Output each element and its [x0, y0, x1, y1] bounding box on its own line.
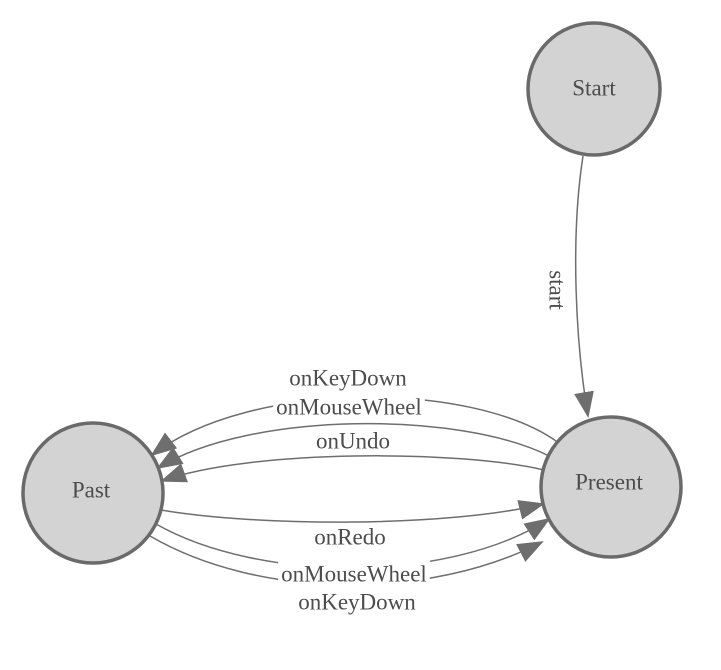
node-past-label: Past	[72, 478, 111, 503]
edge-label-halo	[311, 523, 389, 551]
edge-label-onredo: onRedo	[314, 525, 386, 550]
edge-label-onmousewheel-bottom: onMouseWheel	[281, 562, 427, 587]
edge-label-onkeydown-top: onKeyDown	[289, 366, 407, 391]
edge-label-start-group: start	[545, 270, 570, 310]
node-start-circle[interactable]	[526, 21, 662, 157]
node-past-circle[interactable]	[21, 421, 165, 565]
edge-label-onundo: onUndo	[316, 429, 390, 454]
edge-label-onkeydown-bottom: onKeyDown	[298, 590, 416, 615]
edge-start-to-present[interactable]	[574, 155, 594, 418]
edge-present-to-past-onmousewheel[interactable]	[156, 422, 550, 470]
edge-present-to-past-onundo[interactable]	[160, 455, 545, 483]
edge-label-halo	[312, 427, 394, 455]
edge-label-halo	[286, 364, 411, 392]
edge-label-halo	[278, 560, 430, 588]
node-present-circle[interactable]	[539, 415, 683, 559]
edge-label-halo	[295, 588, 420, 616]
edge-label-onmousewheel-top: onMouseWheel	[276, 395, 422, 420]
edge-label-halo	[273, 393, 425, 421]
node-start-label: Start	[572, 76, 616, 101]
node-start[interactable]: Start	[526, 21, 662, 157]
node-present[interactable]: Present	[539, 415, 683, 559]
edge-past-to-present-onredo[interactable]	[160, 500, 545, 523]
node-past[interactable]: Past	[21, 421, 165, 565]
edge-label-start: start	[545, 270, 570, 310]
node-present-label: Present	[575, 470, 643, 495]
